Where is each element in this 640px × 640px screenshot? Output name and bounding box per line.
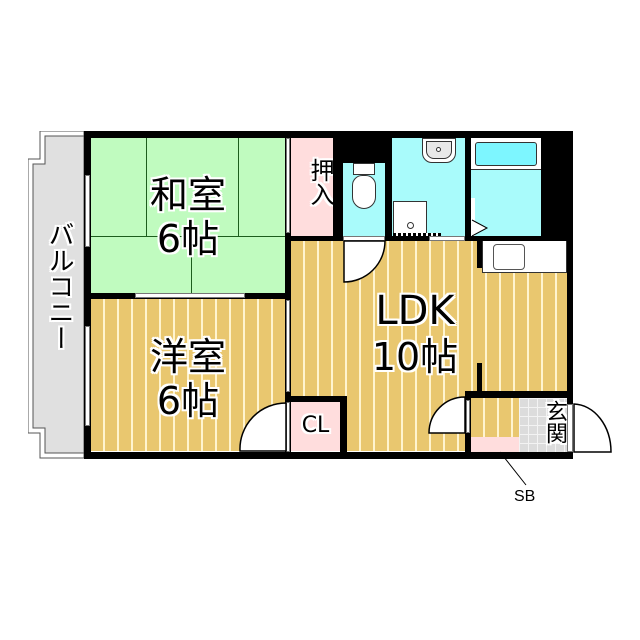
kitchen-sink (493, 244, 525, 270)
wall-toilet-wash (385, 131, 392, 236)
wall-oshiire-toilet (333, 131, 343, 236)
hall-door-opening[interactable] (466, 400, 470, 433)
washroom-doorway[interactable] (429, 236, 465, 241)
ldk-name: LDK (375, 288, 455, 334)
wall-hall-stub (477, 363, 482, 391)
washitsu-size: 6帖 (156, 217, 220, 261)
washroom-threshold (393, 233, 441, 236)
tatami-line (146, 138, 147, 236)
toilet-door-swing[interactable] (343, 240, 389, 286)
room-toilet (343, 163, 385, 236)
toilet-bowl (352, 175, 376, 209)
room-bath (471, 138, 541, 236)
balcony: バルコニー (28, 131, 85, 459)
youshitsu-name: 洋室 (149, 335, 226, 379)
room-genkan: 玄関 (519, 398, 567, 452)
wall-closet-east (340, 396, 347, 459)
bath-door[interactable] (471, 198, 491, 236)
wall-wash-bath (465, 131, 471, 236)
window-youshitsu-west (85, 326, 90, 426)
sliding-door-washitsu-ldk[interactable] (286, 138, 290, 233)
sliding-door-washitsu-youshitsu[interactable] (135, 293, 245, 298)
entrance-hall (471, 398, 519, 438)
wall-toilet-top (333, 131, 392, 163)
sb-leader-line (499, 451, 527, 486)
balcony-outline (28, 131, 85, 459)
tatami-line (91, 236, 285, 237)
room-closet: CL (291, 402, 340, 451)
oshiire-label: 押入 (306, 158, 334, 206)
bathtub (475, 142, 537, 166)
window-washitsu-west (85, 175, 90, 247)
youshitsu-size: 6帖 (156, 379, 220, 423)
wall-top (84, 131, 573, 138)
room-youshitsu: 洋室 6帖 (91, 299, 285, 451)
entrance-door-swing[interactable] (573, 403, 615, 455)
genkan-label: 玄関 (542, 400, 567, 444)
wall-closet-top (285, 396, 347, 402)
kitchen-counter (482, 240, 567, 273)
tatami-line (191, 236, 192, 293)
wall-genkan-top (465, 391, 573, 398)
wall-right (567, 131, 573, 459)
toilet-tank (353, 163, 375, 175)
wash-basin (422, 138, 456, 163)
ldk-size: 10帖 (371, 335, 459, 379)
room-washitsu: 和室 6帖 (91, 138, 285, 293)
wall-kitchen-stub (477, 240, 482, 268)
wall-washitsu-east (285, 131, 291, 459)
balcony-label: バルコニー (44, 221, 74, 351)
room-washroom (392, 138, 465, 236)
genkan-door-opening[interactable] (567, 404, 573, 452)
room-oshiire: 押入 (291, 138, 334, 236)
shoe-box (471, 437, 519, 452)
wall-bottom (84, 452, 573, 459)
youshitsu-door-swing[interactable] (239, 402, 289, 454)
sliding-door-youshitsu-ldk[interactable] (286, 300, 290, 392)
sb-label: SB (514, 488, 536, 505)
washitsu-name: 和室 (149, 173, 226, 217)
closet-label: CL (301, 413, 330, 438)
hall-door-swing[interactable] (428, 396, 468, 436)
washing-machine-pan (393, 201, 427, 236)
tatami-line (238, 138, 239, 236)
